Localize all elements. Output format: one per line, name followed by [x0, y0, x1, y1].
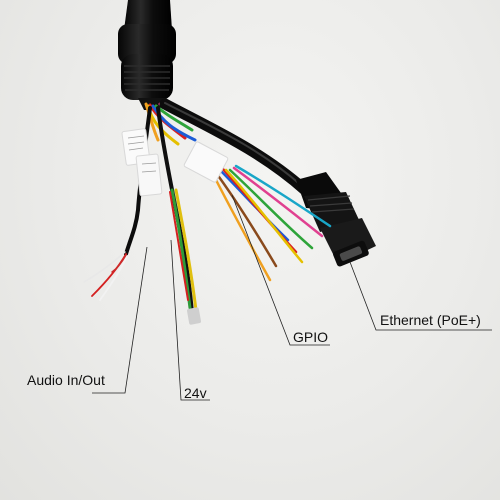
ethernet-label: Ethernet (PoE+): [380, 312, 481, 328]
main-cable: [118, 0, 176, 110]
gpio-branch: [210, 164, 332, 282]
cable-tags: [121, 128, 229, 197]
leader-lines: [92, 194, 492, 401]
power-branch: [156, 106, 201, 325]
power-label: 24v: [184, 385, 207, 401]
gpio-label: GPIO: [293, 329, 329, 345]
ethernet-branch: [159, 98, 376, 267]
audio-label: Audio In/Out: [27, 372, 105, 388]
